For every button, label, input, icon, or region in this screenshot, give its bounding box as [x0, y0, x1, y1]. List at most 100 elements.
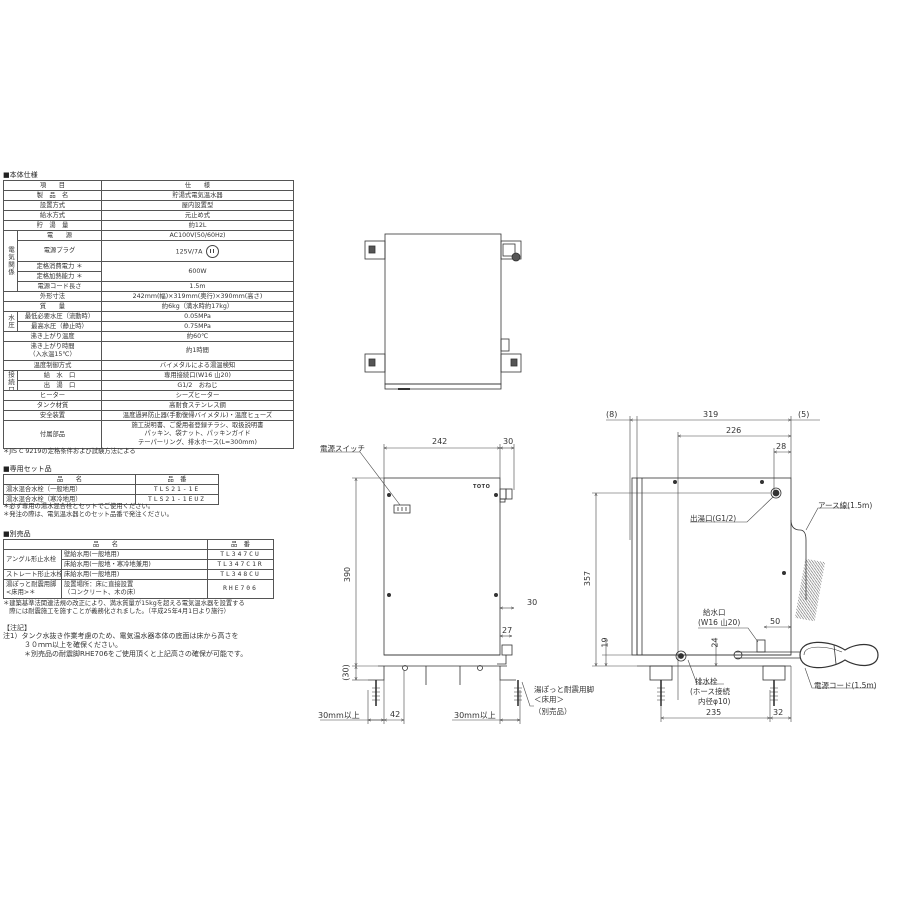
row-spec: 600W [101, 261, 294, 282]
set-note: ＊必ず専用の湯水混合栓とセットでご使用ください。 [3, 503, 155, 510]
front-dimensions [320, 444, 534, 724]
group-connection: 接続口 [3, 370, 18, 391]
header-item: 項 目 [3, 180, 102, 191]
dim-5: (5) [798, 410, 810, 419]
group-pressure: 水圧 [3, 311, 18, 332]
table-row: 電源プラグ 125V/7A [4, 240, 294, 262]
row-item: 電源プラグ [17, 240, 102, 262]
row-spec: バイメタルによる湯温検知 [101, 360, 294, 371]
dim-right-30: 30 [503, 437, 514, 446]
row-item-line: 沸き上がり時間 [30, 343, 75, 350]
row-spec: 242mm(幅)×319mm(奥行)×390mm(高さ) [101, 291, 294, 302]
table-header-row: 品 名品 番 [3, 539, 274, 550]
dim-width-242: 242 [432, 437, 448, 446]
row-item: 定格加熱能力 ＊ [17, 271, 102, 282]
spec-footnote: ＊JIS C 9219の定格条件および試験方法による [3, 448, 136, 455]
row-item: 外形寸法 [3, 291, 102, 302]
table-header-row: 項 目 仕 様 [3, 180, 294, 191]
name-line: （コンクリート、木の床） [64, 589, 140, 596]
drain-plug-label: 排水栓 [695, 677, 718, 686]
row-code: TL348CU [207, 569, 274, 580]
table-row: 質 量約6kg（満水時約17kg） [3, 301, 294, 312]
set-section-title: ■専用セット品 [3, 465, 52, 473]
table-row: 温度制御方式バイメタルによる湯温検知 [3, 360, 294, 371]
row-code: TLS21-1EUZ [135, 494, 219, 505]
row-item: ヒーター [3, 390, 102, 401]
table-row: 付属部品 施工説明書、ご愛用者登録チラシ、取扱説明書パッキン、袋ナット、パッキン… [3, 420, 294, 449]
earth-wire-label: アース線(1.5m) [818, 501, 873, 510]
table-row: 沸き上がり温度約60℃ [3, 331, 294, 342]
row-category: 湯ぽっと耐震用脚<床用>＊ [3, 579, 62, 599]
table-row: 湯水混合水栓（一般地用）TLS21-1E [3, 484, 219, 495]
option-note: 際には耐震施工を施すことが義務化されました。（平成25年4月1日より施行） [3, 608, 230, 615]
dim-42: 42 [390, 710, 401, 719]
row-item: 付属部品 [3, 420, 102, 449]
dim-right-clearance: 30mm以上 [454, 711, 496, 720]
table-header-row: 品 名品 番 [3, 474, 219, 485]
seismic-leg-label: 湯ぽっと耐震用脚 [534, 685, 594, 694]
dim-50: 50 [770, 617, 781, 626]
dim-height-390: 390 [343, 566, 353, 583]
row-item: 安全装置 [3, 410, 102, 421]
header-code: 品 番 [207, 539, 274, 550]
row-name: 床給水用(一般地・寒冷地兼用) [61, 559, 208, 570]
power-switch-label: 電源スイッチ [320, 444, 365, 453]
row-item: 質 量 [3, 301, 102, 312]
row-item: 沸き上がり時間（入水温15℃） [3, 341, 102, 361]
dim-235: 235 [706, 708, 722, 717]
table-row: ヒーターシーズヒーター [3, 390, 294, 401]
table-row: 接続口 給 水 口専用接続口(W16 山20) [3, 370, 294, 391]
row-spec: G1/2 おねじ [101, 380, 294, 391]
row-name: 設置場所：床に直接設置（コンクリート、木の床） [61, 579, 208, 599]
row-code: TL347C1R [207, 559, 274, 570]
category-line: 湯ぽっと耐震用脚 [6, 581, 57, 588]
row-name: 湯水混合水栓（一般地用） [3, 484, 136, 495]
row-code: RHE706 [207, 579, 274, 599]
table-row: 水圧 最低必要水圧（流動時）0.05MPa [3, 311, 294, 332]
row-spec: 屋内設置型 [101, 200, 294, 211]
seismic-leg-label: ＜床用＞ [534, 695, 564, 704]
remarks-title: 【注記】 [3, 624, 31, 632]
toto-logo: TOTO [473, 484, 491, 490]
dim-226: 226 [726, 426, 742, 435]
set-table: 品 名品 番 湯水混合水栓（一般地用）TLS21-1E 湯水混合水栓（寒冷地用）… [3, 474, 219, 505]
set-note: ＊発注の際は、電気温水器とのセット品番で発注ください。 [3, 511, 173, 518]
header-name: 品 名 [3, 539, 208, 550]
dim-32: 32 [773, 708, 784, 717]
table-row: 給水方式元止め式 [3, 210, 294, 221]
remarks-line: 注1）タンク水抜き作業考慮のため、電気温水器本体の底面は床から高さを [3, 632, 239, 640]
power-cord-label: 電源コード(1.5m) [814, 681, 877, 690]
group-electric: 電気関係 [3, 230, 18, 292]
name-line: 設置場所：床に直接設置 [64, 581, 134, 588]
row-spec: 施工説明書、ご愛用者登録チラシ、取扱説明書パッキン、袋ナット、パッキンガイドテー… [101, 420, 294, 449]
option-table: 品 名品 番 アングル形止水栓 壁給水用(一般地用) TL347CU 床給水用(… [3, 539, 274, 599]
dim-8: (8) [606, 410, 618, 419]
front-view [368, 477, 522, 706]
dim-357: 357 [583, 570, 593, 587]
row-item: 電源コード長さ [17, 281, 102, 292]
table-row: 湯水混合水栓（寒冷地用）TLS21-1EUZ [3, 494, 219, 505]
row-spec: シーズヒーター [101, 390, 294, 401]
row-spec: 温度過昇防止器(手動復帰バイメタル)・温度ヒューズ [101, 410, 294, 421]
row-category: アングル形止水栓 [3, 549, 62, 570]
row-spec: 元止め式 [101, 210, 294, 221]
seismic-leg-label: （別売品） [534, 707, 572, 716]
remarks-line: ＊別売品の耐震脚RHE706をご使用頂くと上記高さの確保が可能です。 [3, 650, 248, 658]
dim-24: 24 [710, 637, 720, 648]
row-spec: 1.5m [101, 281, 294, 292]
row-item: 貯 湯 量 [3, 220, 102, 231]
dim-right-mid-30: 30 [527, 598, 538, 607]
row-item: 給 水 口 [17, 370, 102, 381]
row-spec: 0.75MPa [101, 321, 294, 332]
accessory-line: パッキン、袋ナット、パッキンガイド [144, 430, 251, 438]
row-spec: 約6kg（満水時約17kg） [101, 301, 294, 312]
plug-rating: 125V/7A [175, 248, 203, 255]
table-row: アングル形止水栓 壁給水用(一般地用) TL347CU [3, 549, 274, 570]
header-code: 品 番 [135, 474, 219, 485]
top-view [364, 233, 522, 390]
table-row: 湯ぽっと耐震用脚<床用>＊ 設置場所：床に直接設置（コンクリート、木の床） RH… [3, 579, 274, 599]
water-inlet-label: 給水口 [703, 608, 726, 617]
